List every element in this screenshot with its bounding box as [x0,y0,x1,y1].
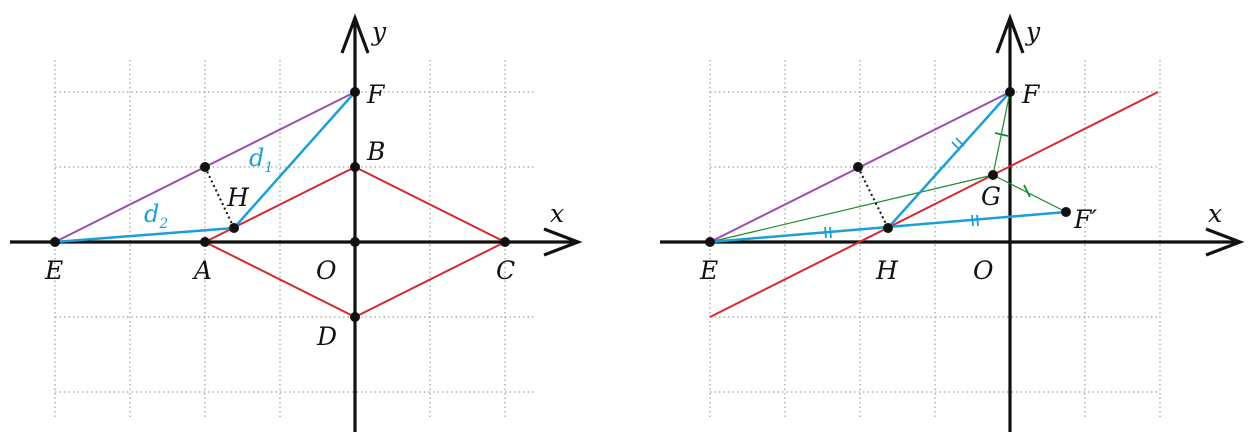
left-axis-y-label: y [371,17,387,46]
right-point-g [988,170,998,180]
left-label-a: A [192,256,212,285]
right-label-fprime: F′ [1073,205,1097,234]
right-point-fprime [1061,207,1071,217]
left-label-d2: d2 [144,200,168,232]
right-label-h: H [875,256,899,285]
right-y-arrowhead [995,13,1025,54]
right-x-arrowhead [1205,227,1245,257]
right-label-g: G [981,182,1001,211]
left-point-unlabeled [200,162,210,172]
left-segment-d2 [54,226,235,244]
left-label-d: D [316,322,337,351]
left-label-f: F [366,80,386,109]
right-red-line [709,91,1159,318]
left-label-e: E [44,256,63,285]
left-axis-x-label: x [550,199,564,228]
right-green-g-fprime [992,174,1067,213]
right-point-f [1005,87,1015,97]
right-points [705,87,1071,247]
right-point-unlabeled [853,162,863,172]
left-panel: E A O C B D F H x y d1 d2 [10,13,583,432]
left-point-b [350,162,360,172]
left-label-o: O [316,256,337,285]
left-point-e [50,237,60,247]
right-blue-ticks [824,137,979,239]
left-label-b: B [366,137,385,166]
left-point-h [229,223,239,233]
left-points [50,87,510,322]
right-label-e: E [699,256,718,285]
left-x-arrowhead [543,227,583,257]
left-dotted-segment [204,166,235,229]
left-label-c: C [496,256,515,285]
right-point-h [883,223,893,233]
left-grid [54,60,535,420]
right-dotted-segment [857,166,889,229]
left-point-o [350,237,360,247]
left-point-d [350,312,360,322]
right-axis-y-label: y [1025,17,1041,46]
left-label-d1: d1 [249,144,273,176]
right-grid [709,60,1161,420]
left-segment-d1 [233,91,356,229]
left-point-f [350,87,360,97]
right-panel: E H O F G F′ x y [660,13,1245,432]
left-point-a [200,237,210,247]
right-blue-h-f [887,91,1011,229]
left-point-c [500,237,510,247]
right-label-o: O [973,256,994,285]
left-label-h: H [226,183,250,212]
left-y-arrowhead [340,13,370,54]
right-label-f: F [1021,80,1041,109]
right-green-f-g [992,91,1011,176]
right-axis-x-label: x [1208,199,1222,228]
right-green-ticks [994,132,1031,198]
right-green-e-g [709,174,994,243]
right-point-e [705,237,715,247]
